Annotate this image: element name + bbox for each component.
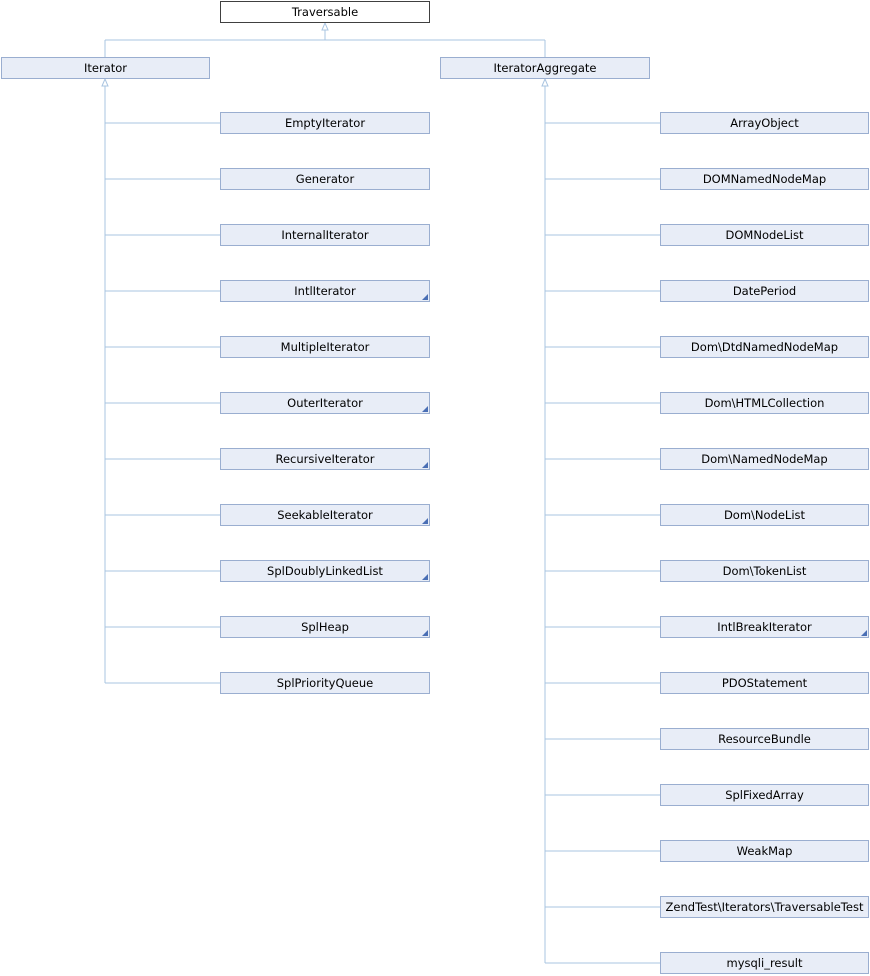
more-subclasses-marker-icon: [861, 630, 867, 636]
class-node[interactable]: Dom\HTMLCollection: [660, 392, 869, 414]
class-node[interactable]: EmptyIterator: [220, 112, 430, 134]
node-label: Traversable: [291, 5, 359, 19]
class-node[interactable]: OuterIterator: [220, 392, 430, 414]
class-node[interactable]: PDOStatement: [660, 672, 869, 694]
class-node[interactable]: IntlBreakIterator: [660, 616, 869, 638]
more-subclasses-marker-icon: [422, 294, 428, 300]
node-label: SplHeap: [301, 620, 349, 634]
node-label: Dom\NodeList: [723, 508, 806, 522]
node-label: IntlBreakIterator: [717, 620, 812, 634]
class-node[interactable]: ZendTest\Iterators\TraversableTest: [660, 896, 869, 918]
node-label: mysqli_result: [726, 956, 803, 970]
node-label: SplPriorityQueue: [276, 676, 374, 690]
node-label: ResourceBundle: [718, 732, 811, 746]
class-node[interactable]: IntlIterator: [220, 280, 430, 302]
node-label: RecursiveIterator: [275, 452, 375, 466]
class-node[interactable]: SplFixedArray: [660, 784, 869, 806]
node-label: WeakMap: [736, 844, 793, 858]
class-node[interactable]: Dom\NamedNodeMap: [660, 448, 869, 470]
class-node[interactable]: Dom\TokenList: [660, 560, 869, 582]
node-label: InternalIterator: [281, 228, 369, 242]
class-node[interactable]: mysqli_result: [660, 952, 869, 974]
class-node[interactable]: Dom\NodeList: [660, 504, 869, 526]
class-node[interactable]: SplPriorityQueue: [220, 672, 430, 694]
node-label: ArrayObject: [730, 116, 799, 130]
more-subclasses-marker-icon: [422, 462, 428, 468]
more-subclasses-marker-icon: [422, 518, 428, 524]
class-node[interactable]: RecursiveIterator: [220, 448, 430, 470]
class-node[interactable]: DOMNamedNodeMap: [660, 168, 869, 190]
more-subclasses-marker-icon: [422, 406, 428, 412]
class-node[interactable]: DatePeriod: [660, 280, 869, 302]
class-node[interactable]: MultipleIterator: [220, 336, 430, 358]
node-label: Dom\HTMLCollection: [704, 396, 825, 410]
node-traversable[interactable]: Traversable: [220, 1, 430, 23]
iterator-arrowhead: [101, 77, 109, 87]
node-iterator[interactable]: Iterator: [1, 57, 210, 79]
class-node[interactable]: ArrayObject: [660, 112, 869, 134]
iterator-aggregate-arrowhead: [541, 77, 549, 87]
node-label: Dom\DtdNamedNodeMap: [690, 340, 839, 354]
class-node[interactable]: DOMNodeList: [660, 224, 869, 246]
more-subclasses-marker-icon: [422, 574, 428, 580]
class-node[interactable]: InternalIterator: [220, 224, 430, 246]
node-label: Dom\NamedNodeMap: [701, 452, 828, 466]
node-label: OuterIterator: [287, 396, 363, 410]
node-label: DOMNodeList: [725, 228, 804, 242]
node-label: SplFixedArray: [725, 788, 804, 802]
class-node[interactable]: WeakMap: [660, 840, 869, 862]
node-label: IteratorAggregate: [493, 61, 597, 75]
node-label: DOMNamedNodeMap: [702, 172, 827, 186]
node-label: Iterator: [83, 61, 128, 75]
node-label: MultipleIterator: [280, 340, 370, 354]
more-subclasses-marker-icon: [422, 630, 428, 636]
node-label: DatePeriod: [732, 284, 797, 298]
node-label: SplDoublyLinkedList: [267, 564, 383, 578]
class-node[interactable]: SplDoublyLinkedList: [220, 560, 430, 582]
class-node[interactable]: ResourceBundle: [660, 728, 869, 750]
class-node[interactable]: Generator: [220, 168, 430, 190]
class-node[interactable]: Dom\DtdNamedNodeMap: [660, 336, 869, 358]
node-label: Generator: [295, 172, 355, 186]
traversable-arrowhead: [321, 21, 329, 31]
class-node[interactable]: SplHeap: [220, 616, 430, 638]
class-node[interactable]: SeekableIterator: [220, 504, 430, 526]
node-label: SeekableIterator: [277, 508, 373, 522]
node-label: Dom\TokenList: [722, 564, 807, 578]
node-label: ZendTest\Iterators\TraversableTest: [665, 900, 864, 914]
node-iterator-aggregate[interactable]: IteratorAggregate: [440, 57, 650, 79]
node-label: IntlIterator: [294, 284, 356, 298]
node-label: PDOStatement: [721, 676, 808, 690]
node-label: EmptyIterator: [284, 116, 366, 130]
